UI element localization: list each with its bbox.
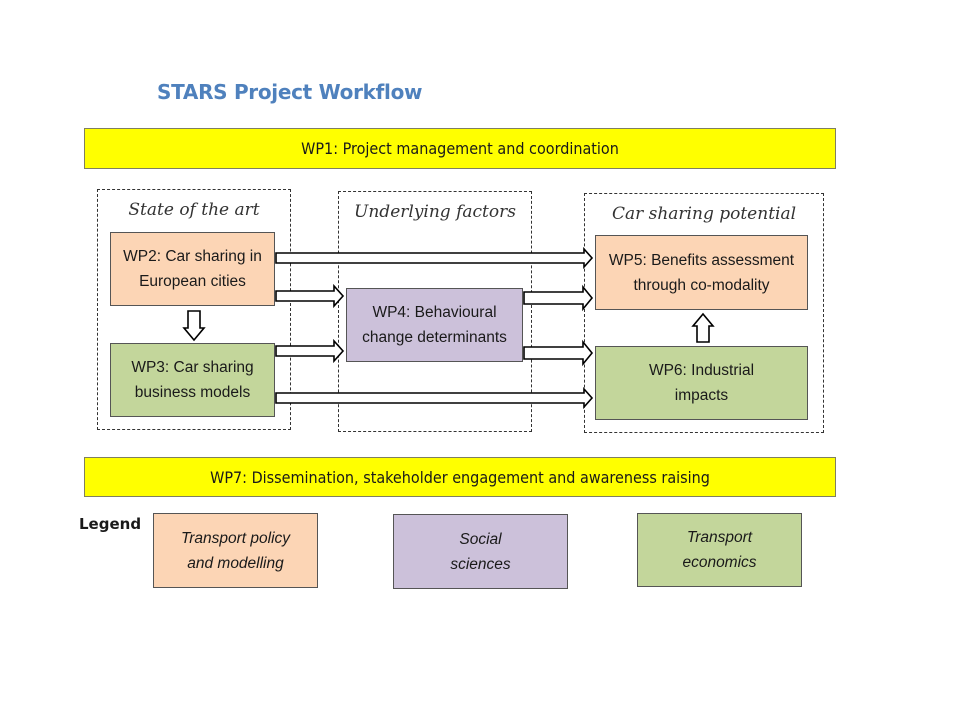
wp1-banner: WP1: Project management and coordination [84,128,836,169]
legend-line1: Transport [686,529,753,546]
arrow-wp2-wp3 [182,310,206,342]
wp6-box: WP6: Industrial impacts [595,346,808,420]
arrow-wp3-wp6 [275,386,594,410]
legend-line1: Transport policy [180,529,291,547]
group-label: State of the art [128,200,260,220]
group-label: Car sharing potential [611,204,797,224]
wp4-box: WP4: Behavioural change determinants [346,288,523,362]
wp4-line1: WP4: Behavioural [372,304,497,321]
group-car-sharing-potential: Car sharing potential [584,193,824,433]
wp2-line1: WP2: Car sharing in [123,248,262,265]
arrow-wp2-wp4 [275,283,345,309]
wp2-box: WP2: Car sharing in European cities [110,232,275,306]
wp7-banner: WP7: Dissemination, stakeholder engageme… [84,457,836,497]
wp2-line2: European cities [139,273,246,290]
wp7-label: WP7: Dissemination, stakeholder engageme… [210,467,710,487]
arrow-wp3-wp4 [275,338,345,364]
wp5-box: WP5: Benefits assessment through co-moda… [595,235,808,310]
legend-line2: economics [682,554,757,571]
arrow-wp6-wp5 [691,312,715,343]
wp5-line2: through co-modality [633,276,770,294]
legend-line1: Social [459,530,502,548]
legend-label: Legend [79,515,142,533]
wp5-line1: WP5: Benefits assessment [608,251,795,269]
arrow-wp4-wp6 [523,339,594,367]
wp6-line1: WP6: Industrial [648,362,755,379]
group-underlying-factors: Underlying factors [338,191,532,432]
wp3-line1: WP3: Car sharing [131,359,254,376]
wp6-line2: impacts [674,387,729,404]
legend-line2: sciences [450,555,511,573]
arrow-wp4-wp5 [523,284,594,312]
group-label: Underlying factors [354,202,516,222]
wp4-line2: change determinants [362,329,507,346]
legend-item-economics: Transport economics [637,513,802,587]
wp1-label: WP1: Project management and coordination [301,139,619,158]
wp3-line2: business models [134,384,251,401]
page-title: STARS Project Workflow [157,80,423,104]
arrow-wp2-wp5 [275,246,594,270]
legend-line2: and modelling [187,554,284,572]
group-state-of-the-art: State of the art [97,189,291,430]
wp3-box: WP3: Car sharing business models [110,343,275,417]
legend-item-social: Social sciences [393,514,568,589]
legend-item-policy: Transport policy and modelling [153,513,318,588]
